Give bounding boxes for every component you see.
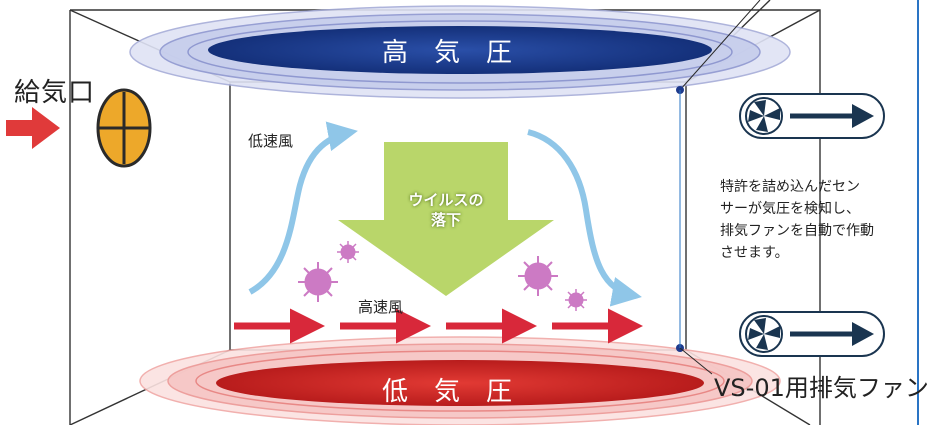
slow-wind-arrow-right [527,129,642,307]
low-pressure-zone [139,336,781,425]
inlet-cap-icon [96,88,152,168]
slow-wind-label: 低速風 [248,132,294,150]
virus-icon [298,262,338,302]
down-arrow [338,142,554,296]
exhaust-fan-label: VS-01用排気ファン [714,374,929,402]
slow-wind-arrow-left [248,121,358,295]
low-pressure-label: 低気圧 [381,377,538,407]
fan-icon [739,93,885,139]
virus-icon [518,256,558,296]
fast-wind-label: 高速風 [358,298,404,316]
inlet-arrow [6,107,60,149]
high-pressure-zone [129,5,791,99]
virus-particles [298,241,587,311]
sensor-markers [676,0,761,375]
virus-icon [565,289,587,311]
inlet-label: 給気口 [14,78,96,108]
virus-fall-label: ウイルスの 落下 [408,191,484,229]
fan-icon [739,311,885,357]
sensor-description: 特許を詰め込んだセン サーが気圧を検知し、 排気ファンを自動で作動 させます。 [720,179,874,261]
high-pressure-label: 高気圧 [381,38,538,68]
virus-icon [337,241,359,263]
